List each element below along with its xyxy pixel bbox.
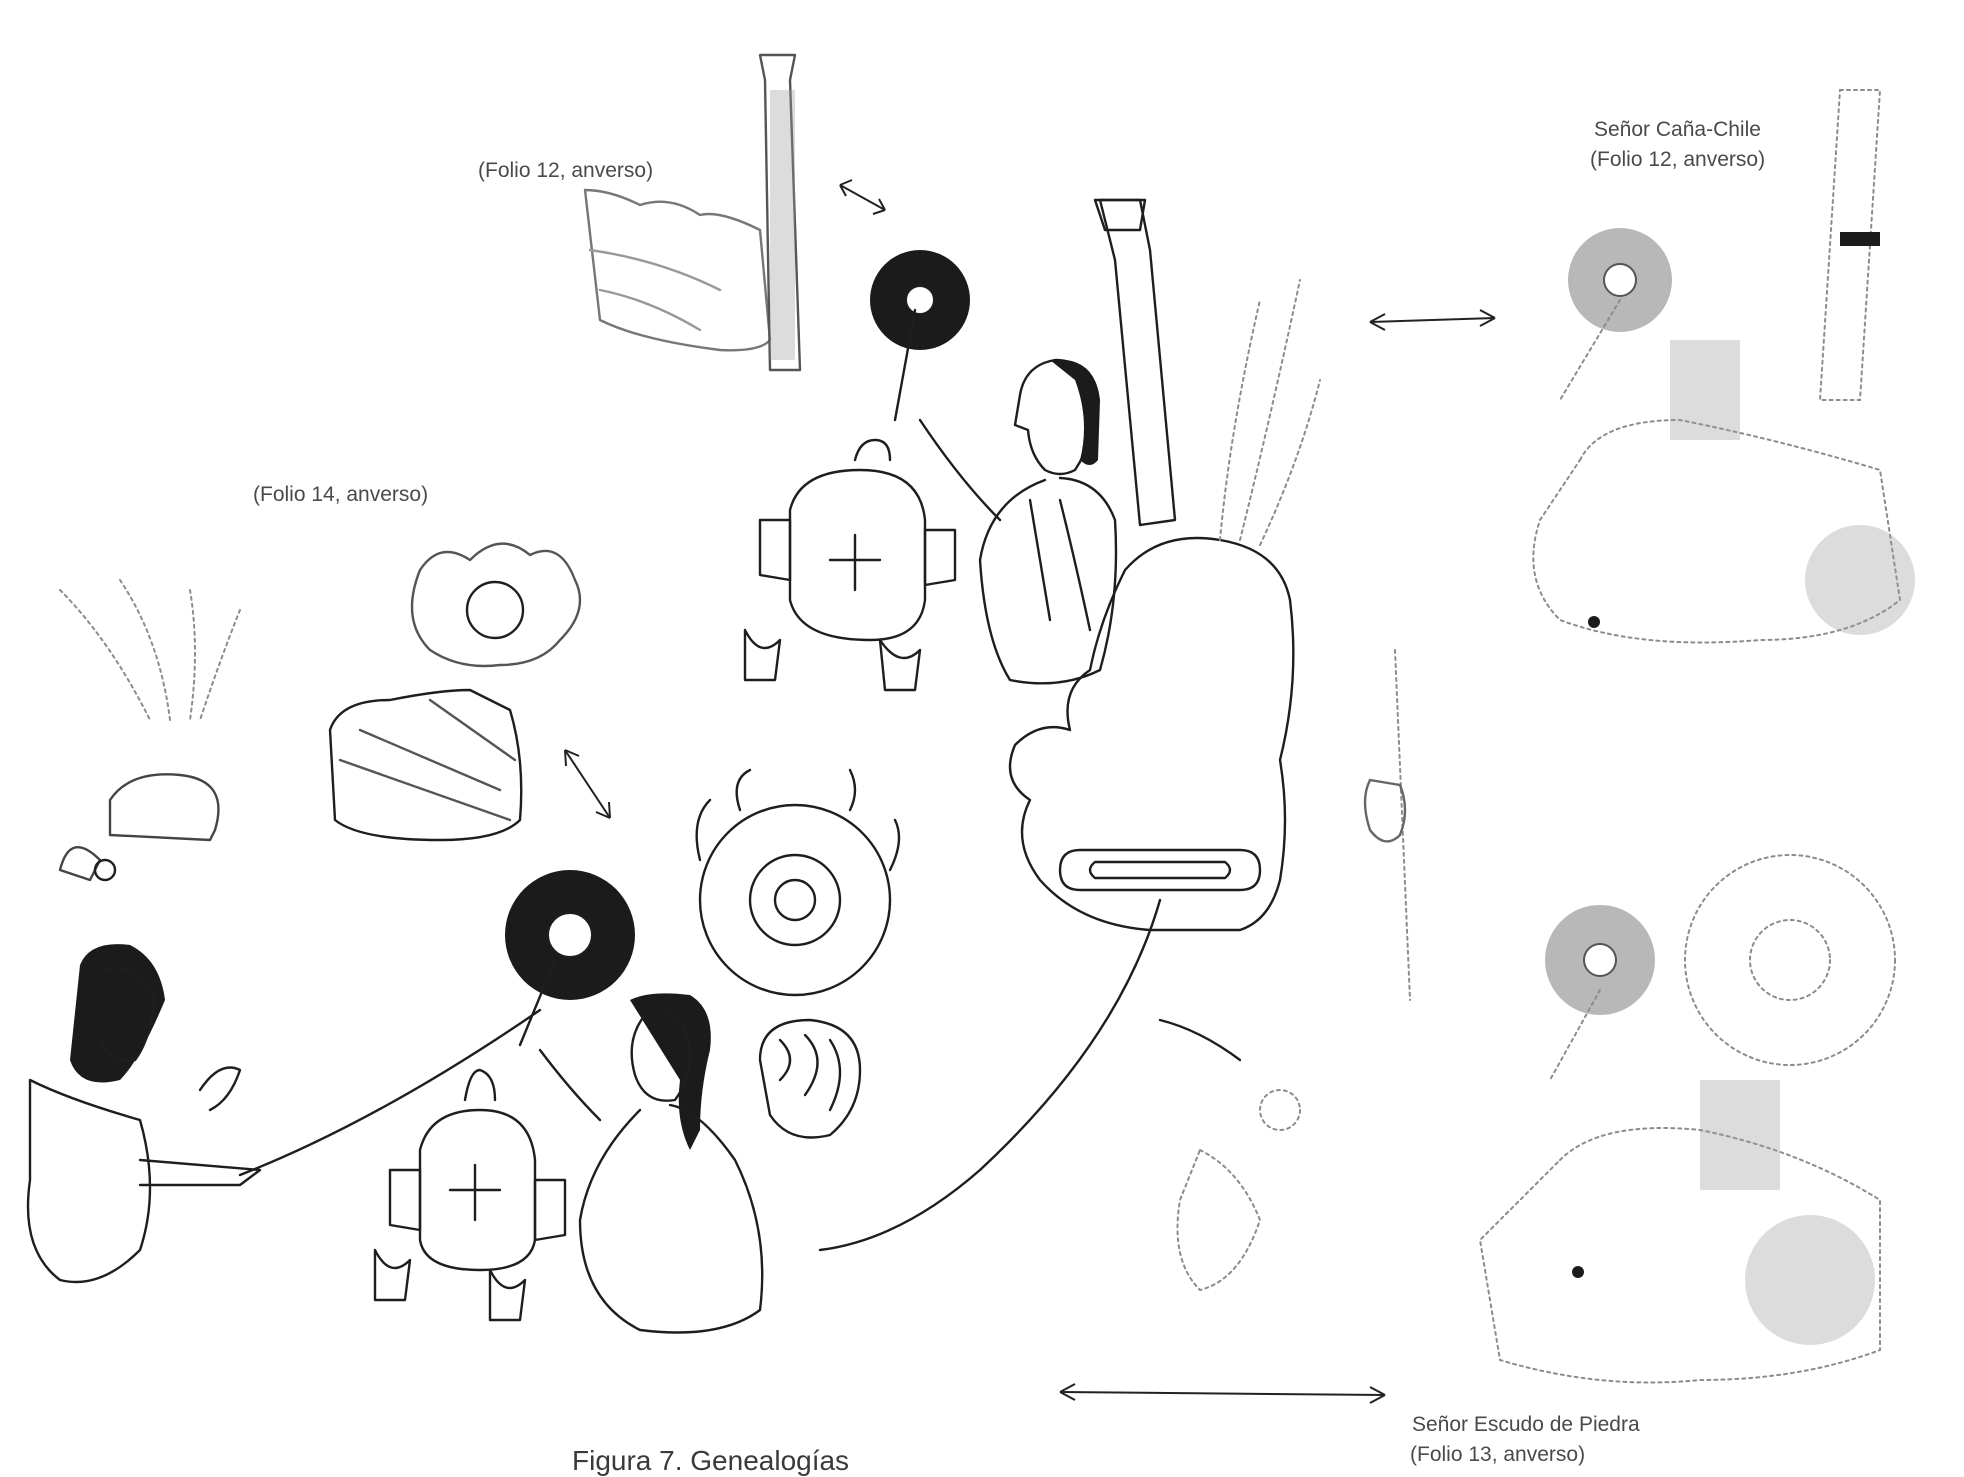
small-figure-right-center xyxy=(1365,650,1410,1000)
double-arrow-upper-right xyxy=(1370,310,1495,330)
seated-lord-lower-center xyxy=(240,870,762,1333)
faded-objects-bottom-center xyxy=(1160,1020,1300,1290)
woman-figure-left xyxy=(28,580,260,1282)
curly-head-glyph xyxy=(760,1020,860,1138)
double-arrow-left-middle xyxy=(565,750,610,818)
senor-escudo-de-piedra-illustration xyxy=(1480,855,1895,1383)
senor-cana-chile-illustration xyxy=(1533,90,1915,643)
double-arrow-top xyxy=(840,180,885,214)
hill-glyph-center xyxy=(820,280,1320,1250)
double-arrow-bottom xyxy=(1060,1384,1385,1403)
bundle-with-column-illustration xyxy=(585,55,800,370)
flower-glyph xyxy=(697,770,899,995)
bundle-folio14-illustration xyxy=(330,544,580,840)
seated-lord-top-center xyxy=(745,200,1175,690)
